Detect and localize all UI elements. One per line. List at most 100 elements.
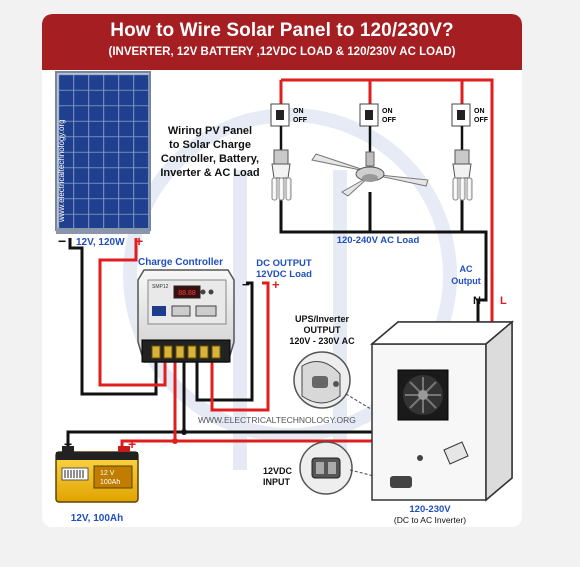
solar-cell — [118, 105, 134, 122]
ups-output-line-2: OUTPUT — [304, 325, 342, 335]
solar-cell — [88, 183, 104, 199]
description-line-3: Controller, Battery, — [161, 153, 259, 165]
dc-input-line-2: INPUT — [263, 477, 291, 487]
solar-cell — [58, 121, 74, 137]
junction-dots — [172, 429, 187, 444]
terminal-screw — [199, 345, 209, 359]
solar-cell — [103, 90, 119, 106]
battery-tag-capacity: 100Ah — [100, 479, 120, 486]
solar-cell — [73, 105, 89, 122]
neutral-label: N — [473, 295, 481, 307]
solar-cell — [133, 183, 149, 199]
inverter-description: (DC to AC Inverter) — [394, 515, 466, 525]
solar-cell — [58, 136, 74, 153]
solar-cell — [58, 183, 74, 199]
solar-cell — [133, 105, 149, 122]
solar-cell — [58, 74, 74, 91]
solar-cell — [103, 121, 119, 137]
solar-cell — [58, 152, 74, 168]
dc-output-line-1: DC OUTPUT — [256, 258, 312, 269]
description-line-2: to Solar Charge — [169, 139, 251, 151]
panel-label: 12V, 120W — [76, 237, 125, 248]
center-watermark: WWW.ELECTRICALTECHNOLOGY.ORG — [198, 415, 356, 425]
solar-cell — [73, 198, 89, 215]
inverter — [369, 320, 515, 502]
solar-panel — [55, 71, 151, 234]
solar-cell — [73, 183, 89, 199]
cfl-bulb-left — [271, 149, 292, 201]
solar-cell — [133, 74, 149, 91]
switch-3-off: OFF — [474, 117, 489, 124]
description-line-4: Inverter & AC Load — [160, 167, 259, 179]
controller-model: SMP12 — [152, 284, 169, 290]
solar-cell — [118, 152, 134, 168]
solar-cells — [58, 74, 149, 230]
switch-2-off: OFF — [382, 117, 397, 124]
dc-output-plus: + — [272, 277, 280, 292]
solar-cell — [103, 167, 119, 184]
wiring-description: Wiring PV Panel to Solar Charge Controll… — [160, 125, 259, 179]
switch-3[interactable]: ON OFF — [451, 103, 489, 127]
solar-cell — [73, 214, 89, 230]
battery-minus-sign: − — [64, 436, 72, 452]
solar-cell — [88, 214, 104, 230]
ups-output-line-3: 120V - 230V AC — [289, 336, 355, 346]
charge-controller-label: Charge Controller — [138, 257, 223, 268]
solar-cell — [133, 167, 149, 184]
background-watermark — [123, 108, 457, 470]
solar-cell — [58, 198, 74, 215]
controller-button-2[interactable] — [208, 289, 214, 295]
ceiling-fan — [311, 151, 429, 197]
battery-tag-voltage: 12 V — [100, 470, 115, 477]
solar-cell — [118, 136, 134, 153]
solar-cell — [73, 121, 89, 137]
title-banner: How to Wire Solar Panel to 120/230V? (IN… — [42, 14, 522, 70]
solar-cell — [133, 214, 149, 230]
dc-output-minus: − — [242, 277, 250, 292]
solar-cell — [103, 105, 119, 122]
ac-load-label: 120-240V AC Load — [337, 235, 420, 246]
page-subtitle: (INVERTER, 12V BATTERY ,12VDC LOAD & 120… — [108, 46, 456, 58]
cfl-bulb-right — [452, 149, 473, 201]
live-label: L — [500, 295, 507, 307]
ups-output-label: UPS/Inverter OUTPUT 120V - 230V AC — [289, 314, 355, 346]
switch-drops — [279, 126, 464, 152]
solar-cell — [88, 105, 104, 122]
solar-cell — [73, 152, 89, 168]
panel-minus-sign: − — [58, 233, 66, 249]
panel-plus-sign: + — [135, 233, 143, 249]
solar-cell — [133, 121, 149, 137]
inverter-dc-socket — [390, 476, 412, 488]
solar-cell — [88, 152, 104, 168]
terminal-screw — [187, 345, 197, 359]
terminal-screw — [175, 345, 185, 359]
solar-cell — [73, 74, 89, 91]
solar-cell — [73, 167, 89, 184]
solar-cell — [133, 198, 149, 215]
battery-plus-sign: + — [128, 436, 136, 452]
solar-cell — [133, 90, 149, 106]
solar-cell — [88, 74, 104, 91]
solar-cell — [133, 152, 149, 168]
solar-cell — [88, 136, 104, 153]
dc-input-zoom — [299, 441, 391, 495]
charge-controller: 88.88 SMP12 — [137, 269, 235, 363]
solar-cell — [88, 121, 104, 137]
solar-cell — [73, 136, 89, 153]
panel-watermark: www.electricaltechnology.org — [57, 119, 66, 223]
solar-cell — [58, 167, 74, 184]
solar-cell — [118, 74, 134, 91]
ups-output-line-1: UPS/Inverter — [295, 314, 350, 324]
dc-input-line-1: 12VDC — [263, 466, 293, 476]
solar-cell — [118, 167, 134, 184]
solar-cell — [88, 167, 104, 184]
solar-cell — [103, 183, 119, 199]
switch-1[interactable]: ON OFF — [270, 103, 308, 127]
solar-cell — [88, 198, 104, 215]
switch-2[interactable]: ON OFF — [359, 103, 397, 127]
controller-button[interactable] — [200, 289, 206, 295]
solar-cell — [103, 136, 119, 153]
battery-label: 12V, 100Ah — [71, 513, 123, 524]
solar-cell — [88, 90, 104, 106]
